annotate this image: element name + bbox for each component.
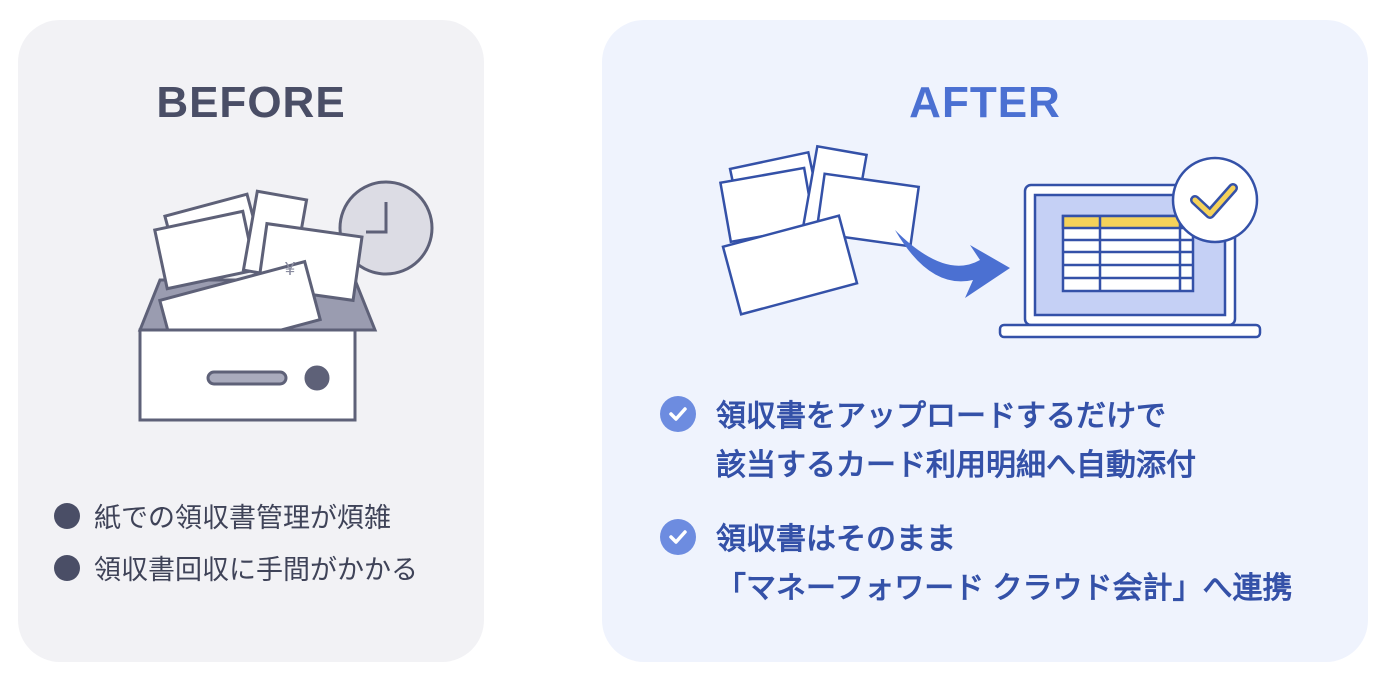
- yen-symbol: ¥: [284, 259, 296, 279]
- check-badge-icon: [1171, 156, 1259, 244]
- bullet-dot-icon: [54, 554, 80, 581]
- after-point-line: 領収書はそのまま: [716, 523, 956, 556]
- before-bullet-text: 領収書回収に手間がかかる: [94, 555, 418, 585]
- after-point: 領収書をアップロードするだけで 該当するカード利用明細へ自動添付: [660, 392, 1196, 490]
- receipts-box-illustration: ¥: [137, 180, 434, 422]
- after-point-line: 該当するカード利用明細へ自動添付: [716, 449, 1196, 482]
- after-panel: AFTER 領収書をアップロードするだけで 該当するカード利用明細へ自動添付 領…: [602, 20, 1368, 662]
- before-panel: BEFORE 紙での領収書管理が煩雑 領収書回収に手間がかかる: [18, 20, 484, 662]
- arrow-icon: [895, 230, 1010, 298]
- after-point-line: 領収書をアップロードするだけで: [716, 400, 1166, 433]
- before-title: BEFORE: [156, 78, 346, 127]
- after-title: AFTER: [909, 78, 1061, 127]
- before-bullet: 紙での領収書管理が煩雑: [54, 496, 391, 535]
- before-bullet-text: 紙での領収書管理が煩雑: [94, 503, 391, 533]
- before-bullet: 領収書回収に手間がかかる: [54, 548, 418, 587]
- check-circle-icon: [660, 396, 696, 432]
- after-point: 領収書はそのまま 「マネーフォワード クラウド会計」へ連携: [660, 515, 1293, 613]
- bullet-dot-icon: [54, 502, 80, 529]
- receipts-to-laptop-illustration: [718, 144, 1262, 339]
- check-circle-icon: [660, 519, 696, 555]
- after-point-line: 「マネーフォワード クラウド会計」へ連携: [716, 572, 1293, 605]
- keyhole-icon: [304, 365, 330, 391]
